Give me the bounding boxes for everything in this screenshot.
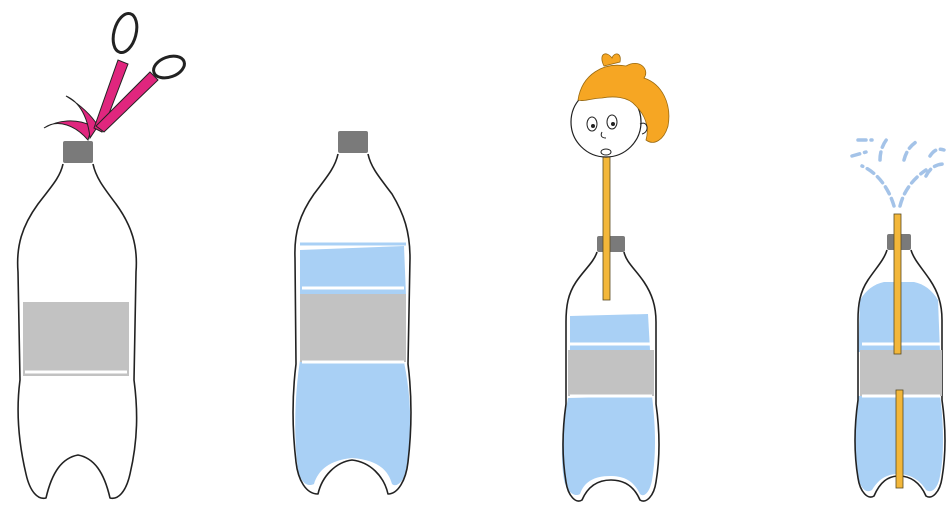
water-fill <box>295 360 410 485</box>
hair-curl <box>602 54 620 66</box>
spray-stream <box>880 138 888 160</box>
eye <box>607 115 617 129</box>
scissors-handle-ring <box>109 11 141 55</box>
spray-stream <box>862 166 894 206</box>
water-spray-icon <box>852 138 944 206</box>
step-3-blowing-bottle <box>562 150 659 501</box>
water-fill <box>300 246 406 298</box>
bottle-label <box>300 294 406 362</box>
straw <box>896 390 903 488</box>
pupil <box>611 122 615 126</box>
pupil <box>591 124 595 128</box>
eye <box>587 117 597 131</box>
scissors-icon <box>44 11 187 140</box>
straw <box>894 214 901 354</box>
step-1-empty-bottle <box>18 141 137 498</box>
straw <box>603 150 610 300</box>
bottle-label <box>23 302 129 376</box>
mouth <box>601 149 611 155</box>
bottle-cap <box>597 236 625 252</box>
water-fill <box>570 314 650 352</box>
bottle-cap <box>338 131 368 153</box>
bottle-cap <box>63 141 93 163</box>
spray-stream <box>852 152 866 156</box>
boy-face-icon <box>571 54 669 157</box>
spray-stream <box>926 164 944 176</box>
spray-stream <box>930 149 944 156</box>
step-2-filled-bottle <box>293 131 411 494</box>
bottle-label <box>860 350 942 396</box>
spray-stream <box>904 142 916 160</box>
spray-stream <box>900 170 926 206</box>
scissors-blade <box>44 121 92 140</box>
step-4-fountain-bottle <box>855 214 945 497</box>
bottle-label <box>568 350 654 396</box>
